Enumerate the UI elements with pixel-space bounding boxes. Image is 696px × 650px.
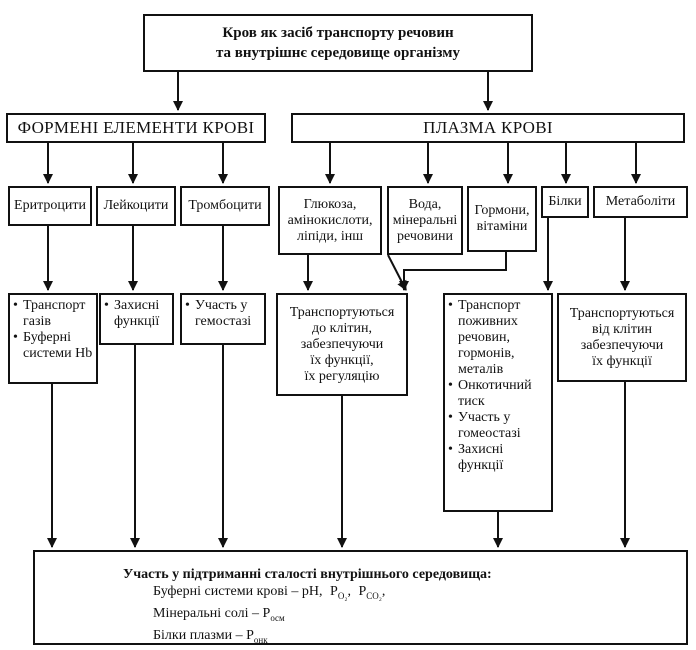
plasma-proteins-line: Білки плазми – Pонк bbox=[153, 627, 268, 645]
transport-from-cells-box: Транспортуються від клітин забезпечуючи … bbox=[557, 293, 687, 382]
transport-to-cells-box: Транспортуються до клітин, забезпечуючи … bbox=[276, 293, 408, 396]
function-item: Буферні системи Hb bbox=[13, 330, 94, 362]
function-item: Транспорт поживних речовин, гормонів, ме… bbox=[448, 298, 549, 378]
proteins-box: Білки bbox=[541, 186, 589, 218]
leukocytes-functions: Захисні функції bbox=[99, 293, 174, 345]
thrombocytes-box: Тромбоцити bbox=[180, 186, 270, 226]
function-item: Участь у гомеостазі bbox=[448, 410, 549, 442]
title-line-1: Кров як засіб транспорту речовин bbox=[222, 25, 454, 41]
glucose-box: Глюкоза, амінокислоти, ліпіди, інш bbox=[278, 186, 382, 255]
leukocytes-box: Лейкоцити bbox=[96, 186, 176, 226]
metabolites-box: Метаболіти bbox=[593, 186, 688, 218]
water-box: Вода, мінеральні речовини bbox=[387, 186, 463, 255]
thrombocytes-functions: Участь у гемостазі bbox=[180, 293, 266, 345]
function-item: Захисні функції bbox=[104, 298, 170, 330]
diagram-title: Кров як засіб транспорту речовин та внут… bbox=[143, 14, 533, 72]
function-item: Транспорт газів bbox=[13, 298, 94, 330]
function-item: Онкотичний тиск bbox=[448, 378, 549, 410]
erythrocytes-functions: Транспорт газів Буферні системи Hb bbox=[8, 293, 98, 384]
formed-elements-header: ФОРМЕНІ ЕЛЕМЕНТИ КРОВІ bbox=[6, 113, 266, 143]
function-item: Участь у гемостазі bbox=[185, 298, 262, 330]
hormones-box: Гормони, вітаміни bbox=[467, 186, 537, 252]
summary-heading: Участь у підтриманні сталості внутрішньо… bbox=[123, 567, 492, 582]
erythrocytes-box: Еритроцити bbox=[8, 186, 92, 226]
plasma-header: ПЛАЗМА КРОВІ bbox=[291, 113, 685, 143]
buffer-systems-line: Буферні системи крові – pH, PO₂, PCO₂, bbox=[153, 584, 386, 601]
proteins-functions: Транспорт поживних речовин, гормонів, ме… bbox=[443, 293, 553, 512]
mineral-salts-line: Мінеральні солі – Pосм bbox=[153, 605, 285, 623]
homeostasis-summary-box: Участь у підтриманні сталості внутрішньо… bbox=[33, 550, 688, 645]
function-item: Захисні функції bbox=[448, 442, 549, 474]
title-line-2: та внутрішнє середовище організму bbox=[216, 45, 460, 61]
